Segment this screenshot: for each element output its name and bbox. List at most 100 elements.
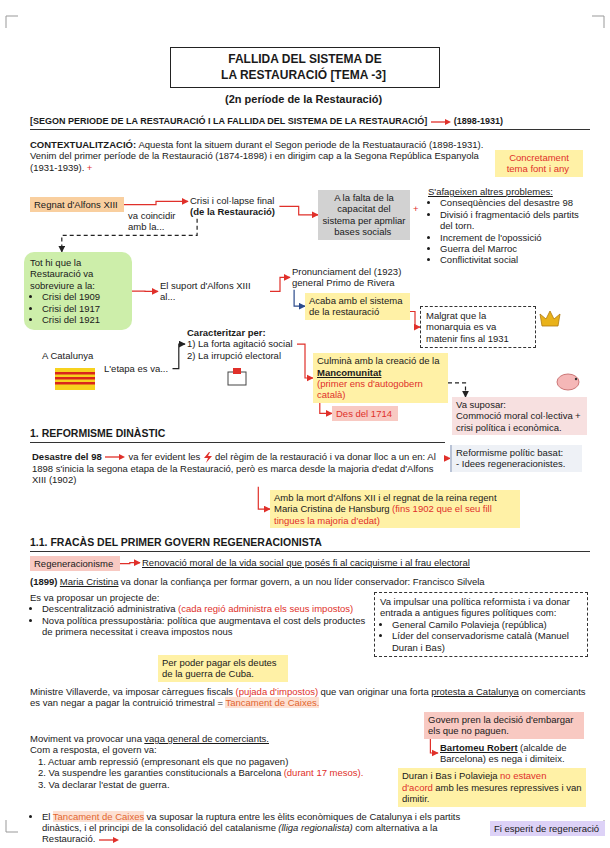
text: Conflictivitat social (440, 254, 518, 265)
text: Caracteritzar per: (187, 327, 266, 338)
text: [SEGON PERIODE DE LA RESTAURACIÓ I LA FA… (30, 116, 427, 126)
text: 1) La forta agitació social (187, 338, 293, 349)
note-box: Concretament tema font i any (495, 150, 583, 177)
list-item: ElTancament de Caixesva suposar la ruptu… (42, 811, 485, 845)
text: Va impulsar una política reformista i va… (380, 596, 570, 618)
text-line: 1) La forta agitació social (187, 338, 295, 349)
text: A Catalunya (42, 350, 93, 361)
connector-arrow (173, 344, 186, 369)
text: Bartomeu Robert (440, 742, 518, 753)
text: 1. Actuar amb repressió (empresonant els… (38, 756, 288, 767)
title-box: FALLIDA DEL SISTEMA DE LA RESTAURACIÓ [T… (170, 47, 440, 88)
list-item: Nova política pressupostària: política q… (42, 615, 368, 638)
text: + (87, 162, 93, 173)
text-line: - Idees regeneracionistes. (456, 458, 578, 469)
note-box: Per poder pagar els deutes de la guerra … (158, 655, 288, 682)
text: Tancament de Caixes (53, 811, 144, 822)
text-line: Culminà amb la creació de la (317, 355, 444, 366)
list-item: Divisió i fragmentació dels partits del … (440, 209, 593, 232)
connector-arrow (294, 290, 305, 306)
note-box: Duran i Bas i Polaviejano estaven d'acor… (398, 768, 586, 806)
text: (durant 17 mesos). (284, 767, 364, 778)
text-line: Com a resposta, el govern va: (30, 744, 415, 755)
text-line: El suport d'Alfons XIII al... (160, 280, 268, 303)
text-line: Bartomeu Robert(alcalde de Barcelona) es… (440, 742, 584, 765)
piggy-bank-icon (557, 374, 579, 390)
text: Crisi del 1921 (42, 314, 100, 325)
text: Reformisme polític basat: (456, 447, 563, 458)
text: Desastre del 98 (32, 451, 102, 462)
text: (de la Restauració) (190, 206, 275, 217)
text-line: Govern pren la decisió d'embargar els qu… (428, 714, 580, 737)
text: protesta a Catalunya (431, 686, 519, 697)
text: L'etapa es va... (104, 363, 168, 374)
text-line: A la falta de la capacitat del sistema p… (322, 192, 406, 238)
text-line: Acaba amb el sistema de la restauració (309, 295, 406, 318)
text: (primer ens d'autogobern català) (317, 378, 423, 400)
text: Conseqüències del desastre 98 (440, 197, 573, 208)
text: Com a resposta, el govern va: (30, 744, 157, 755)
text: (pujada d'impostos) (235, 686, 318, 697)
text-line: Regnat d'Alfons XIII (34, 199, 120, 210)
list-item: Conflictivitat social (440, 254, 593, 265)
text-block: ElTancament de Caixesva suposar la ruptu… (30, 811, 485, 845)
text-line: 3. Va declarar l'estat de guerra. (38, 779, 415, 790)
text: Ministre Villaverde, va imposar càrregue… (30, 686, 233, 697)
text-node: El suport d'Alfons XIII al... (158, 279, 270, 304)
text: 1.1. FRACÀS DEL PRIMER GOVERN REGENERACI… (30, 536, 322, 548)
text-line: A Catalunya (42, 350, 96, 361)
text-line: Es va proposar un projecte de: (30, 592, 368, 603)
text: 1. REFORMISME DINÀSTIC (30, 427, 165, 439)
text-line: Crisi i col·lapse final (190, 195, 277, 206)
text: Fi esperit de regeneració (494, 823, 599, 834)
text-line: Concretament tema font i any (499, 152, 579, 175)
text-line: (2n període de la Restauració) (0, 93, 610, 106)
list-item: Increment de l'opossició (440, 232, 593, 243)
text-node: Renovació moral de la vida social que po… (140, 556, 580, 569)
text: 2. Va suspendre les garanties constituci… (38, 767, 281, 778)
text-node: L'etapa es va... (102, 362, 173, 375)
text-line: Tot hi que la Restauració va sobreviure … (30, 257, 126, 291)
connector-arrow (297, 344, 313, 378)
note-box: Govern pren la decisió d'embargar els qu… (424, 712, 584, 739)
crown-icon (540, 311, 560, 326)
note-box: A la falta de la capacitat del sistema p… (318, 190, 410, 240)
text: (1899) (30, 576, 57, 587)
note-box: Culminà amb la creació de laMancomunitat… (313, 353, 448, 403)
note-box: Regeneracionisme (30, 556, 120, 571)
connector-arrow (270, 277, 290, 291)
inline-arrow (430, 118, 452, 126)
text-block: (2n període de la Restauració) (0, 93, 610, 106)
text: Pronunciament del (1923) general Primo d… (292, 266, 401, 288)
text: Malgrat que la monarquia es va matenir f… (426, 310, 509, 344)
text-block: [SEGON PERIODE DE LA RESTAURACIÓ I LA FA… (30, 116, 590, 130)
connector-arrow (258, 487, 270, 509)
text-line: 2) La irrupció electoral (187, 350, 295, 361)
note-box: Va suposar:Commoció moral col·lectiva+ c… (452, 397, 587, 435)
text: General Camilo Polavieja (república) (392, 619, 547, 630)
text: Mancomunitat (317, 367, 381, 378)
text-line: Amb la mort d'Alfons XII i el regnat de … (274, 492, 516, 526)
text: Increment de l'opossició (440, 232, 542, 243)
connector-arrow (320, 403, 332, 414)
text: Culminà amb la creació de la (317, 355, 440, 366)
text-line: CONTEXTUALITZACIÓ:Aquesta font la situem… (30, 139, 490, 173)
ballot-box-icon (228, 368, 246, 385)
text: Renovació moral de la vida social que po… (142, 557, 470, 568)
text: Acaba amb el sistema de la restauració (309, 295, 402, 317)
text: Maria Cristina (60, 576, 119, 587)
text-block: Ministre Villaverde, va imposar càrregue… (30, 686, 590, 709)
note-box: Acaba amb el sistema de la restauració (305, 293, 410, 320)
text-node: Pronunciament del (1923) general Primo d… (290, 265, 425, 290)
text: Des del 1714 (336, 408, 392, 419)
text-line: (primer ens d'autogobern català) (317, 378, 444, 401)
connector-arrow (132, 291, 158, 292)
text: Concretament tema font i any (507, 152, 569, 174)
text: Divisió i fragmentació dels partits del … (440, 209, 579, 231)
list-item: Líder del conservadorisme català (Manuel… (392, 630, 582, 653)
text: + (413, 203, 419, 214)
text: Govern pren la decisió d'embargar els qu… (428, 714, 573, 736)
note-box: Malgrat que la monarquia es va matenir f… (420, 306, 536, 348)
crop-marks (6, 16, 604, 832)
text-line: Va impulsar una política reformista i va… (380, 596, 582, 619)
